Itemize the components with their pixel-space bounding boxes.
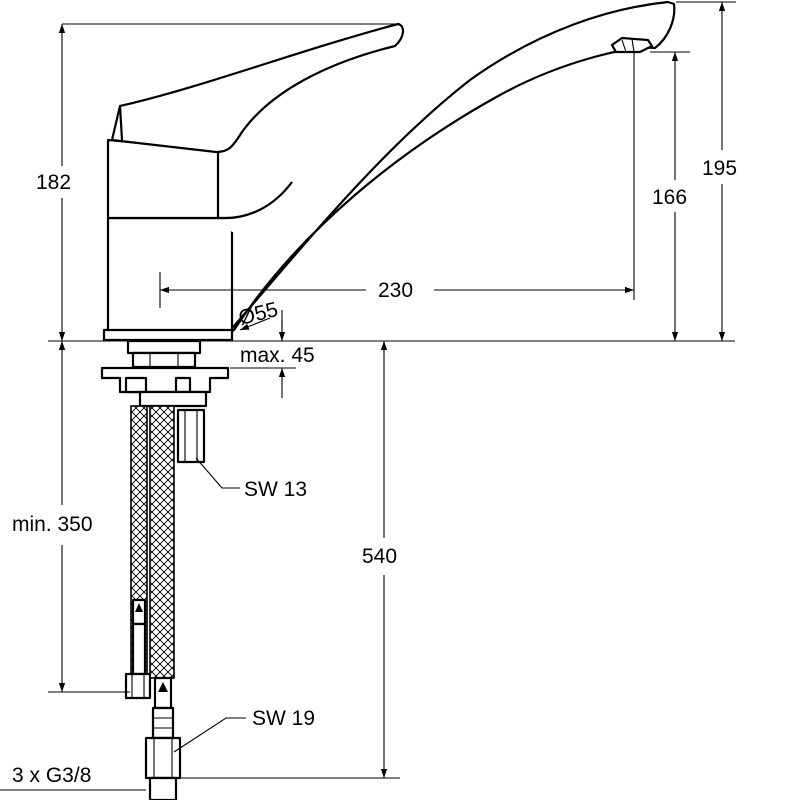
hose-middle-nut-sw19 xyxy=(144,736,182,780)
hose-middle xyxy=(149,405,175,679)
label-wrench-large: SW 19 xyxy=(252,707,315,730)
label-min-hose: min. 350 xyxy=(12,513,93,536)
faucet-spout xyxy=(226,0,676,335)
supply-hoses xyxy=(124,405,182,800)
dimension-labels: 182 195 166 230 Ø55 max. 45 SW 13 min. 3… xyxy=(12,157,737,787)
label-connections: 3 x G3/8 xyxy=(12,764,91,787)
label-reach: 230 xyxy=(378,279,413,302)
hose-left-nut xyxy=(124,672,152,700)
mounting-washer xyxy=(100,366,230,394)
faucet-body xyxy=(102,0,676,342)
label-diameter-base: Ø55 xyxy=(236,298,280,330)
label-height-body: 182 xyxy=(36,171,71,194)
label-height-outlet: 166 xyxy=(652,186,687,209)
faucet-base-plate xyxy=(102,328,234,342)
label-wrench-small: SW 13 xyxy=(244,478,307,501)
label-max-thickness: max. 45 xyxy=(240,344,315,367)
label-hose-length: 540 xyxy=(362,545,397,568)
faucet-lever-handle xyxy=(110,22,405,154)
faucet-cartridge-cap xyxy=(106,138,220,220)
mounting-nut-sw13 xyxy=(176,408,206,464)
label-height-total: 195 xyxy=(702,157,737,180)
faucet-main-body xyxy=(106,216,234,335)
dimension-lines xyxy=(0,1,736,791)
mounting-hardware xyxy=(100,339,230,464)
